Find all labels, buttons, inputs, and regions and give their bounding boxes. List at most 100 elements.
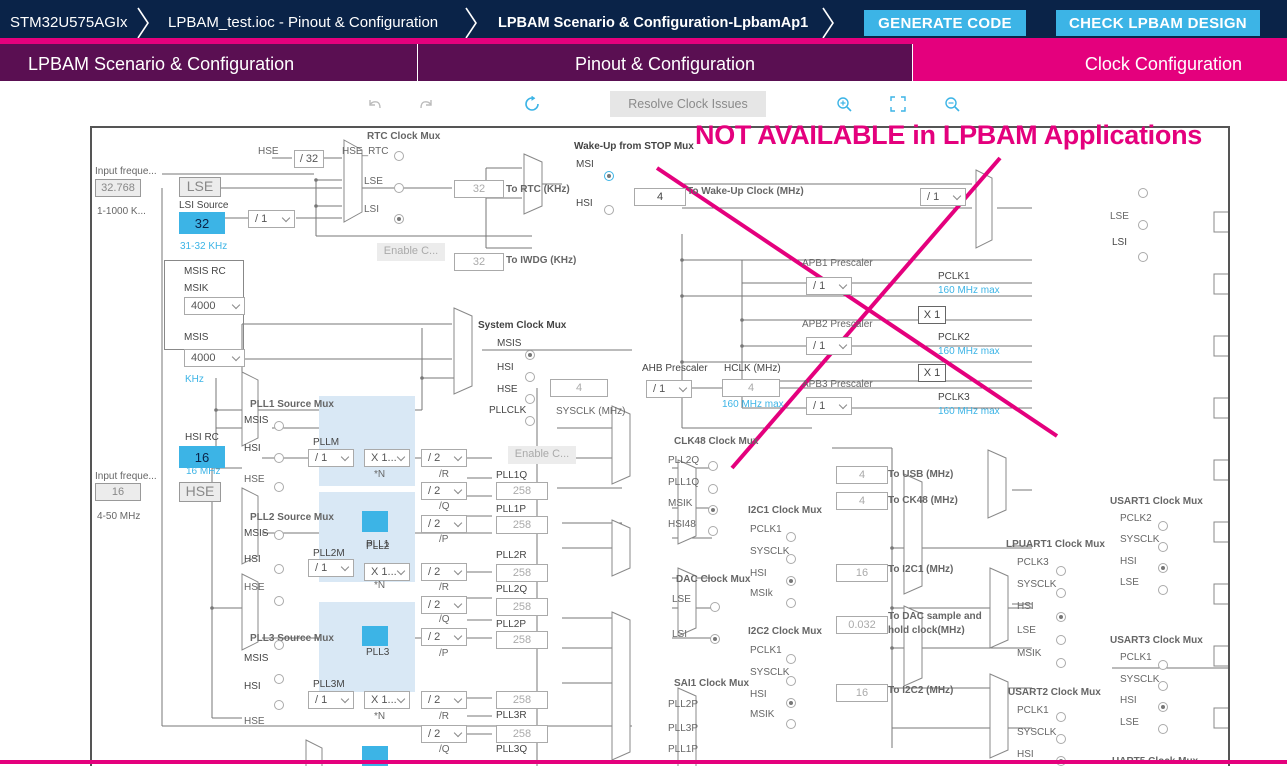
zoom-out-icon[interactable] (944, 96, 960, 112)
dac-lsi-radio[interactable] (710, 634, 720, 644)
rtc-lse-radio[interactable] (394, 183, 404, 193)
tab-clock-configuration[interactable]: Clock Configuration (913, 44, 1287, 81)
sysmux-msis-radio[interactable] (525, 350, 535, 360)
pll3-msis-radio[interactable] (274, 640, 284, 650)
sysmux-hsi-radio[interactable] (525, 372, 535, 382)
top-right-divider-select[interactable]: / 1 (920, 188, 966, 206)
apb2-prescaler-select[interactable]: / 1 (806, 337, 852, 355)
tab-lpbam-scenario[interactable]: LPBAM Scenario & Configuration (0, 44, 417, 81)
lse-frequency-input[interactable]: 32.768 (95, 179, 141, 197)
clk48-pll2q-radio[interactable] (708, 461, 718, 471)
refresh-icon[interactable] (524, 96, 540, 112)
usart3-lse-radio[interactable] (1158, 724, 1168, 734)
pll1-msis-radio[interactable] (274, 421, 284, 431)
right-mux-lse-radio[interactable] (1138, 220, 1148, 230)
tab-pinout-configuration[interactable]: Pinout & Configuration (418, 44, 912, 81)
clk48-msik-radio[interactable] (708, 505, 718, 515)
enable-css-button[interactable]: Enable C... (377, 243, 445, 261)
clk48-pll1q-radio[interactable] (708, 484, 718, 494)
right-mux-lsi-radio[interactable] (1138, 252, 1148, 262)
pll1-q-select[interactable]: / 2 (421, 482, 467, 500)
pll1-p-select[interactable]: / 2 (421, 515, 467, 533)
zoom-in-icon[interactable] (836, 96, 852, 112)
pll1-hsi-radio[interactable] (274, 453, 284, 463)
pll2-msis-radio[interactable] (274, 530, 284, 540)
enable-css-hse-button[interactable]: Enable C... (508, 446, 576, 464)
pll1-r-select[interactable]: / 2 (421, 449, 467, 467)
pll2p-frequency-box: 258 (496, 631, 548, 649)
apb1-prescaler-select[interactable]: / 1 (806, 277, 852, 295)
i2c2-msik-radio[interactable] (786, 719, 796, 729)
i2c2-pclk1-label: PCLK1 (750, 645, 782, 656)
hse-frequency-input[interactable]: 16 (95, 483, 141, 501)
lsi-divider-select[interactable]: / 1 (248, 210, 295, 228)
clk48-hsi48-radio[interactable] (708, 526, 718, 536)
lpuart1-hsi-radio[interactable] (1056, 612, 1066, 622)
apb3-prescaler-select[interactable]: / 1 (806, 397, 852, 415)
pll2-q-select[interactable]: / 2 (421, 596, 467, 614)
i2c1-msik-radio[interactable] (786, 598, 796, 608)
pll3-hsi-radio[interactable] (274, 674, 284, 684)
breadcrumb-scenario[interactable]: LPBAM Scenario & Configuration-LpbamAp1 (498, 15, 809, 31)
pll3-hse-label: HSE (244, 716, 265, 727)
pll2-r-select[interactable]: / 2 (421, 563, 467, 581)
i2c1-pclk1-radio[interactable] (786, 532, 796, 542)
lpuart1-mux-title: LPUART1 Clock Mux (1006, 539, 1105, 550)
usart3-hsi-radio[interactable] (1158, 702, 1168, 712)
check-lpbam-design-button[interactable]: CHECK LPBAM DESIGN (1056, 10, 1260, 36)
ahb-prescaler-select[interactable]: / 1 (646, 380, 692, 398)
pll3m-select[interactable]: / 1 (308, 691, 354, 709)
pll3-q-select[interactable]: / 2 (421, 725, 467, 743)
i2c2-hsi-radio[interactable] (786, 698, 796, 708)
wakeup-msi-radio[interactable] (604, 171, 614, 181)
lsi-value-box[interactable]: 32 (179, 212, 225, 234)
pll2m-select[interactable]: / 1 (308, 559, 354, 577)
pll2-hse-radio[interactable] (274, 596, 284, 606)
hse-rtc-divider[interactable]: / 32 (294, 150, 324, 168)
hsi-rc-value-box[interactable]: 16 (179, 446, 225, 468)
generate-code-button[interactable]: GENERATE CODE (864, 10, 1026, 36)
pll1-hse-radio[interactable] (274, 482, 284, 492)
pll2-hsi-radio[interactable] (274, 564, 284, 574)
lpuart1-msik-radio[interactable] (1056, 658, 1066, 668)
pll2-n-select[interactable]: X 1... (364, 563, 410, 581)
rtc-lsi-radio[interactable] (394, 214, 404, 224)
usart1-lse-radio[interactable] (1158, 585, 1168, 595)
fit-icon[interactable] (890, 96, 906, 112)
usart1-sysclk-radio[interactable] (1158, 542, 1168, 552)
pll1-n-select[interactable]: X 1... (364, 449, 410, 467)
lpuart1-lse-radio[interactable] (1056, 635, 1066, 645)
usart2-sysclk-radio[interactable] (1056, 734, 1066, 744)
pll3-r-select[interactable]: / 2 (421, 691, 467, 709)
i2c1-sysclk-radio[interactable] (786, 554, 796, 564)
sysmux-hse-radio[interactable] (525, 394, 535, 404)
lpuart1-pclk3-radio[interactable] (1056, 566, 1066, 576)
pll2-p-select[interactable]: / 2 (421, 628, 467, 646)
lpuart1-sysclk-radio[interactable] (1056, 588, 1066, 598)
usart1-hsi-radio[interactable] (1158, 563, 1168, 573)
wakeup-hsi-radio[interactable] (604, 205, 614, 215)
pll3-n-select[interactable]: X 1... (364, 691, 410, 709)
right-mux-radio-1[interactable] (1138, 188, 1148, 198)
rtc-hse-radio[interactable] (394, 151, 404, 161)
usart2-pclk1-radio[interactable] (1056, 712, 1066, 722)
msik-frequency-select[interactable]: 4000 (184, 297, 245, 315)
i2c1-hsi-radio[interactable] (786, 576, 796, 586)
breadcrumb-device[interactable]: STM32U575AGIx (10, 14, 128, 31)
pll3-hse-radio[interactable] (274, 700, 284, 710)
usart1-pclk2-radio[interactable] (1158, 521, 1168, 531)
pllm-select[interactable]: / 1 (308, 449, 354, 467)
undo-icon[interactable] (366, 96, 382, 112)
redo-icon[interactable] (419, 96, 435, 112)
pll1-hse-label: HSE (244, 474, 265, 485)
usart3-pclk1-radio[interactable] (1158, 660, 1168, 670)
i2c2-sysclk-radio[interactable] (786, 676, 796, 686)
breadcrumb-file[interactable]: LPBAM_test.ioc - Pinout & Configuration (168, 14, 439, 31)
i2c2-pclk1-radio[interactable] (786, 654, 796, 664)
usart3-sysclk-radio[interactable] (1158, 681, 1168, 691)
sysmux-pllclk-radio[interactable] (525, 416, 535, 426)
msis-frequency-select[interactable]: 4000 (184, 349, 245, 367)
dac-lse-radio[interactable] (710, 602, 720, 612)
resolve-clock-issues-button[interactable]: Resolve Clock Issues (610, 91, 766, 117)
pll3q-label: PLL3Q (496, 744, 528, 755)
